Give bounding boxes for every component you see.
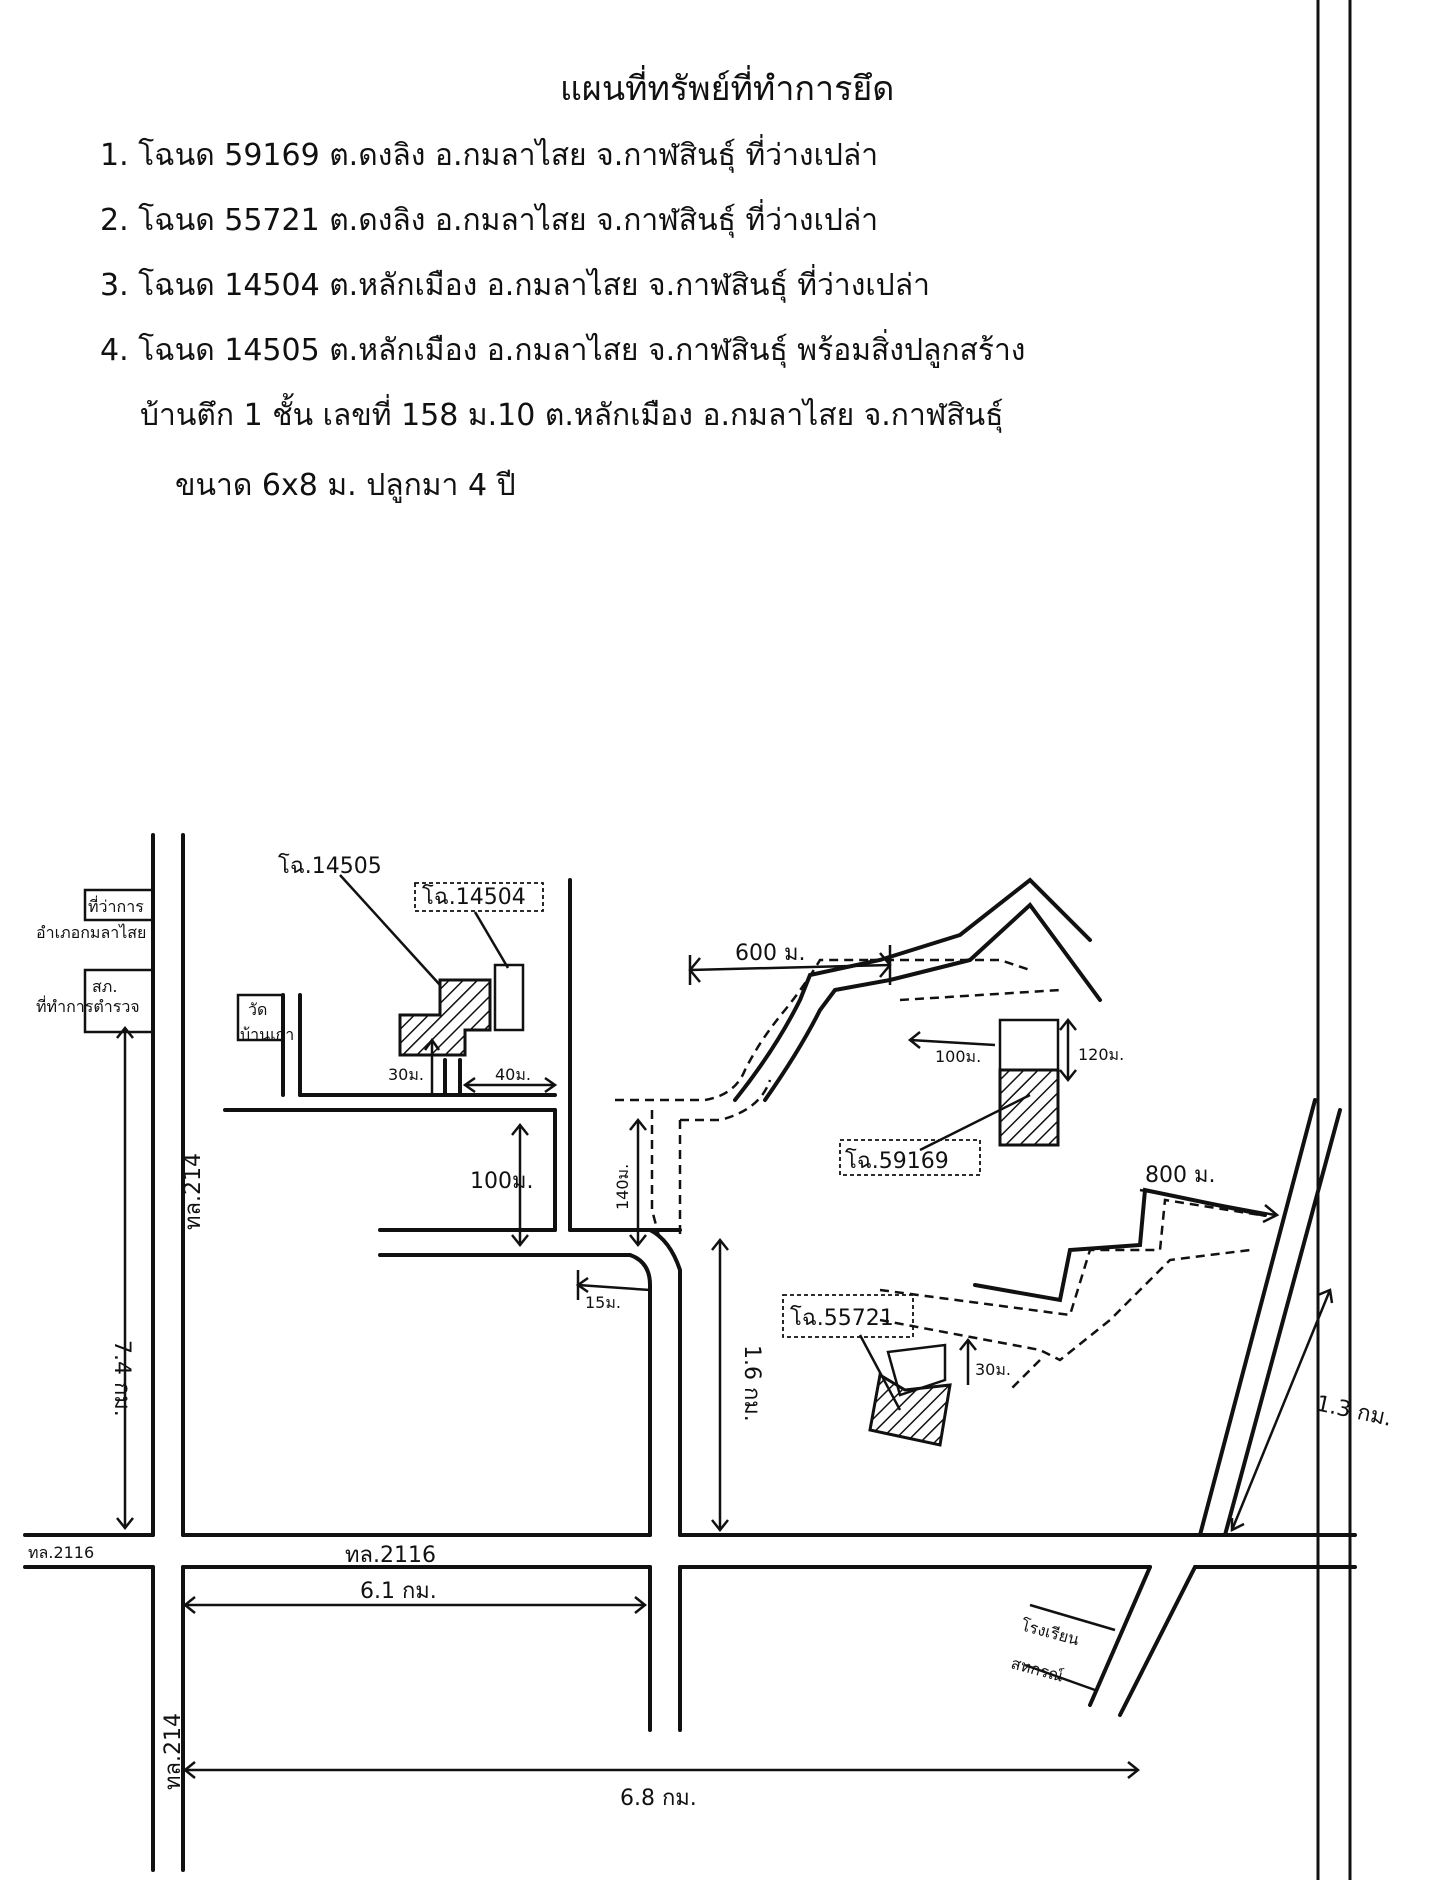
distance-800m: 800 ม. xyxy=(1145,1163,1215,1188)
leader-lines xyxy=(339,874,1031,1411)
distance-7-4km: 7.4 กม. xyxy=(109,1340,134,1417)
parcel-14505-label: โฉ.14505 xyxy=(278,853,382,879)
district-office: ที่ว่าการ อำเภอกมลาไสย xyxy=(36,888,155,942)
temple-label: วัด xyxy=(248,1000,267,1019)
highway-2116 xyxy=(23,1533,1357,1569)
highway-214-label-lower: ทล.214 xyxy=(161,1713,186,1790)
deed-line-1: 1. โฉนด 59169 ต.ดงลิง อ.กมลาไสย จ.กาฬสิน… xyxy=(100,134,878,174)
map-title: แผนที่ทรัพย์ที่ทำการยึด xyxy=(560,65,894,109)
police-station: สภ. ที่ทำการตำรวจ xyxy=(36,968,155,1034)
distance-140m: 140ม. xyxy=(613,1164,632,1210)
deed-line-2: 2. โฉนด 55721 ต.ดงลิง อ.กมลาไสย จ.กาฬสิน… xyxy=(100,199,878,239)
distance-600m: 600 ม. xyxy=(735,941,805,966)
parcel-59169-tag xyxy=(839,1139,981,1176)
distance-1-6km: 1.6 กม. xyxy=(739,1345,764,1422)
police-station-label-2: ที่ทำการตำรวจ xyxy=(36,995,140,1016)
distance-6-1km: 6.1 กม. xyxy=(360,1579,437,1604)
distance-1-3km: 1.3 กม. xyxy=(1314,1391,1394,1431)
parcel-55721-tag xyxy=(782,1294,914,1338)
district-office-label-2: อำเภอกมลาไสย xyxy=(36,923,146,942)
police-station-label-1: สภ. xyxy=(92,977,117,996)
distance-120m: 120ม. xyxy=(1078,1045,1124,1064)
distance-6-8km: 6.8 กม. xyxy=(620,1786,697,1811)
parcel-55721 xyxy=(868,1343,952,1447)
parcel-14504-tag xyxy=(414,882,544,912)
diagonal-road xyxy=(1088,1098,1342,1717)
village-label: บ้านเก่า xyxy=(240,1025,294,1044)
parcel-14505 xyxy=(398,978,492,1057)
deed-line-5: บ้านตึก 1 ชั้น เลขที่ 158 ม.10 ต.หลักเมื… xyxy=(140,393,1003,434)
distance-40m: 40ม. xyxy=(495,1065,531,1084)
distance-100m-a: 100ม. xyxy=(935,1047,981,1066)
dimension-arrows xyxy=(116,945,1334,1779)
highway-2116-label-left: ทล.2116 xyxy=(28,1543,94,1562)
deed-line-3: 3. โฉนด 14504 ต.หลักเมือง อ.กมลาไสย จ.กา… xyxy=(100,264,930,304)
deed-line-6: ขนาด 6x8 ม. ปลูกมา 4 ปี xyxy=(175,468,516,503)
school-label-1: โรงเรียน xyxy=(1019,1616,1081,1650)
highway-214-label-upper: ทล.214 xyxy=(181,1153,206,1230)
district-office-label-1: ที่ว่าการ xyxy=(88,895,144,916)
school-landmark: โรงเรียน สหกรณ์ xyxy=(1009,1603,1116,1692)
distance-100m-b: 100ม. xyxy=(470,1169,534,1194)
highway-214 xyxy=(151,833,185,1872)
distance-15m: 15ม. xyxy=(585,1293,621,1312)
distance-30m-b: 30ม. xyxy=(975,1360,1011,1379)
dashed-tracks xyxy=(615,958,1261,1391)
temple-landmark: วัด บ้านเก่า xyxy=(236,993,294,1044)
deed-line-4: 4. โฉนด 14505 ต.หลักเมือง อ.กมลาไสย จ.กา… xyxy=(100,329,1025,369)
parcel-14504 xyxy=(493,963,525,1032)
highway-2116-label-mid: ทล.2116 xyxy=(345,1543,436,1568)
village-streets xyxy=(223,878,682,1732)
parcel-59169-label: โฉ.59169 xyxy=(845,1148,949,1174)
zigzag-road xyxy=(973,1187,1267,1303)
winding-road xyxy=(733,877,1102,1102)
parcel-59169 xyxy=(998,1018,1060,1147)
parcel-55721-label: โฉ.55721 xyxy=(790,1305,894,1331)
school-label-2: สหกรณ์ xyxy=(1009,1654,1066,1686)
parcel-14504-label: โฉ.14504 xyxy=(422,884,526,910)
distance-30m-a: 30ม. xyxy=(388,1065,424,1084)
